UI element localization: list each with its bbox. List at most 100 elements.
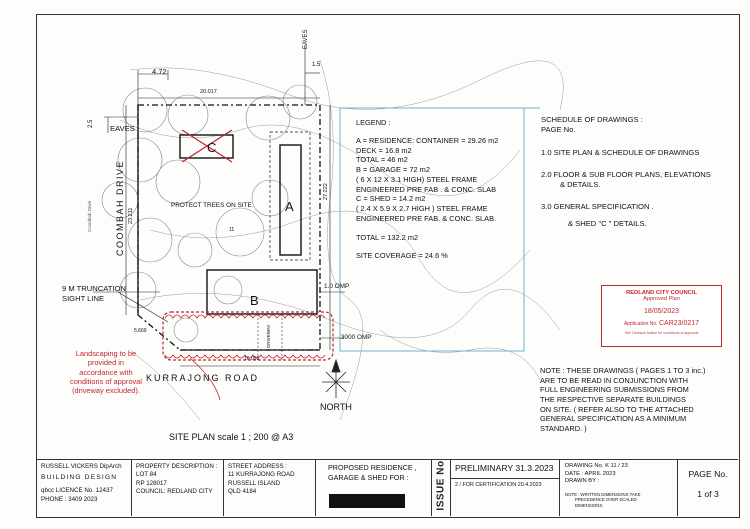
deck-outline <box>269 131 311 261</box>
stamp-app-label: Application No. <box>623 321 658 327</box>
property-rp: RP 128017 <box>136 479 167 487</box>
legend-line: ENGINEERED PRE FAB. & CONC. SLAB. <box>356 213 497 223</box>
note-dims: DIMENSIONS. <box>575 502 604 508</box>
schedule-title: SCHEDULE OF DRAWINGS : <box>541 115 643 124</box>
eaves-top-label: EAVES <box>303 29 309 49</box>
north-arrow-icon <box>322 358 350 398</box>
landscaping-note-line: accordance with <box>79 367 133 377</box>
page-value: 1 of 3 <box>697 488 719 499</box>
building-a-outline <box>279 144 302 256</box>
note-dims: NOTE : WRITTEN DIMENSIONS TAKE <box>565 491 641 497</box>
schedule-item: & DETAILS. <box>560 180 601 189</box>
legend-line: ENGINEERED PRE FAB . & CONC. SLAB <box>356 184 497 194</box>
building-b-outline <box>206 269 318 315</box>
tree-number: 11 <box>229 227 235 233</box>
landscaping-leader <box>189 357 221 401</box>
legend-title: LEGEND : <box>356 118 391 127</box>
landscaping-note: Landscaping to be provided in accordance… <box>70 349 142 395</box>
dim-left-side: 2.5 <box>88 119 94 128</box>
stamp-footer: See Decision Notice for conditions of ap… <box>624 331 699 335</box>
protect-trees-label: PROTECT TREES ON SITE <box>171 202 252 209</box>
building-a-label: A <box>285 199 294 214</box>
landscaping-note-line: Landscaping to be <box>75 349 137 358</box>
redacted-owner-name <box>329 494 405 508</box>
truncation-label: 9 M TRUNCATION <box>62 284 126 293</box>
property-title: PROPERTY DESCRIPTION : <box>136 463 218 470</box>
dim-omp-2: 3000 OMP <box>341 334 372 341</box>
street-cell: STREET ADDRESS : 11 KURRAJONG ROAD RUSSE… <box>224 459 316 516</box>
stamp-council: REDLAND CITY COUNCIL <box>625 290 698 296</box>
revision-preliminary: PRELIMINARY 31.3.2023 <box>450 459 559 479</box>
legend-line: TOTAL = 46 m2 <box>356 155 408 165</box>
schedule-item: 3.0 GENERAL SPECIFICATION . <box>541 202 654 212</box>
north-label: NORTH <box>320 402 352 412</box>
landscaping-note-line: conditions of approval <box>70 376 142 386</box>
landscaping-note-line: (driveway excluded). <box>72 386 140 395</box>
sight-line-label: SIGHT LINE <box>62 294 105 303</box>
general-note: NOTE : THESE DRAWINGS ( PAGES 1 TO 3 inc… <box>540 366 706 433</box>
dim-truncation: 5.669 <box>134 328 147 334</box>
designer-company: BUILDING DESIGN <box>41 474 118 482</box>
note-line: STANDARD. ) <box>540 423 587 433</box>
date-label: DATE : <box>565 470 584 477</box>
dim-right-long: 27.222 <box>323 183 329 200</box>
dim-bottom: 16.095 <box>244 356 260 362</box>
property-cell: PROPERTY DESCRIPTION : LOT 84 RP 128017 … <box>132 459 224 516</box>
page-cell: PAGE No. 1 of 3 <box>678 459 738 516</box>
property-lot: LOT 84 <box>136 471 157 479</box>
eaves-left-label: EAVES <box>110 124 135 133</box>
legend-line: ( 2.4 X 5.9 X 2.7 HIGH ) STEEL FRAME <box>356 204 488 214</box>
title-block <box>36 459 738 517</box>
issue-label: ISSUE No <box>435 460 447 511</box>
dimension-lines <box>93 45 345 367</box>
dim-top-left: 4.72 <box>152 67 167 76</box>
contour-lines <box>119 59 564 421</box>
drawing-no-label: DRAWING No. <box>565 463 604 469</box>
designer-licence: qbcc LICENCE No. 12437 <box>41 487 113 495</box>
proposed-line: PROPOSED RESIDENCE , <box>328 463 417 472</box>
schedule-item: & SHED "C " DETAILS. <box>568 218 647 228</box>
stamp-date: 18/05/2023 <box>643 308 680 315</box>
note-line: FULL ENGINEERING SUBMISSIONS FROM <box>540 385 689 395</box>
date-value: APRIL 2023 <box>584 470 616 477</box>
stamp-app-number: CAR23/0217 <box>658 320 700 327</box>
legend-line: ( 6 X 12 X 3.1 HIGH) STEEL FRAME <box>356 174 478 184</box>
council-approval-stamp: REDLAND CITY COUNCIL Approved Plan 18/05… <box>601 285 722 347</box>
stamp-approved: Approved Plan <box>643 296 680 302</box>
street-line: QLD 4184 <box>228 488 257 496</box>
cross-out-line <box>181 129 233 163</box>
street-title: STREET ADDRESS : <box>228 463 288 470</box>
schedule-item: 1.0 SITE PLAN & SCHEDULE OF DRAWINGS <box>541 147 700 157</box>
street-coombah-drive: COOMBAH DRIVE <box>115 159 125 256</box>
dim-left-long: 23.211 <box>128 207 134 224</box>
designer-name: RUSSELL VICKERS DipArch <box>41 463 122 470</box>
drawing-no-row: DRAWING No. K 11 / 23 <box>565 463 677 471</box>
dim-omp-1: 1.0 OMP <box>324 283 350 290</box>
legend-line: C = SHED = 14.2 m2 <box>356 194 426 204</box>
legend-line: DECK = 16.8 m2 <box>356 145 412 155</box>
building-c-outline <box>179 134 234 159</box>
landscaping-note-line: provided in <box>87 358 125 368</box>
note-line: GENERAL SPECIFICATION AS A MINIMUM <box>540 414 687 424</box>
date-row: DATE : APRIL 2023 <box>565 471 677 479</box>
legend-line: B = GARAGE = 72 m2 <box>356 165 430 175</box>
property-council: COUNCIL: REDLAND CITY <box>136 488 213 496</box>
schedule-subtitle: PAGE No. <box>541 125 576 135</box>
landscaping-area <box>162 311 334 361</box>
driveway-label: DRIVEWAY <box>266 324 271 348</box>
legend-line <box>356 224 498 233</box>
schedule-item: 2.0 FLOOR & SUB FLOOR PLANS, ELEVATIONS <box>541 169 711 179</box>
proposed-line: GARAGE & SHED FOR : <box>328 472 409 482</box>
schedule-of-drawings: SCHEDULE OF DRAWINGS : PAGE No. 1.0 SITE… <box>541 115 711 229</box>
note-line: ON SITE. ( REFER ALSO TO THE ATTACHED <box>540 404 694 414</box>
note-dims: PRECEDENCE OVER SCALED <box>575 497 637 503</box>
legend: LEGEND : A = RESIDENCE: CONTAINER = 29.2… <box>356 118 498 261</box>
issue-cell: ISSUE No <box>432 459 451 516</box>
note-line: THE RESPECTIVE SEPARATE BUILDINGS <box>540 394 686 404</box>
drawing-info-cell: DRAWING No. K 11 / 23 DATE : APRIL 2023 … <box>560 459 678 516</box>
dim-eaves-top: 1.5 <box>312 62 321 68</box>
proposed-cell: PROPOSED RESIDENCE , GARAGE & SHED FOR : <box>316 459 432 516</box>
building-b-label: B <box>250 293 259 308</box>
